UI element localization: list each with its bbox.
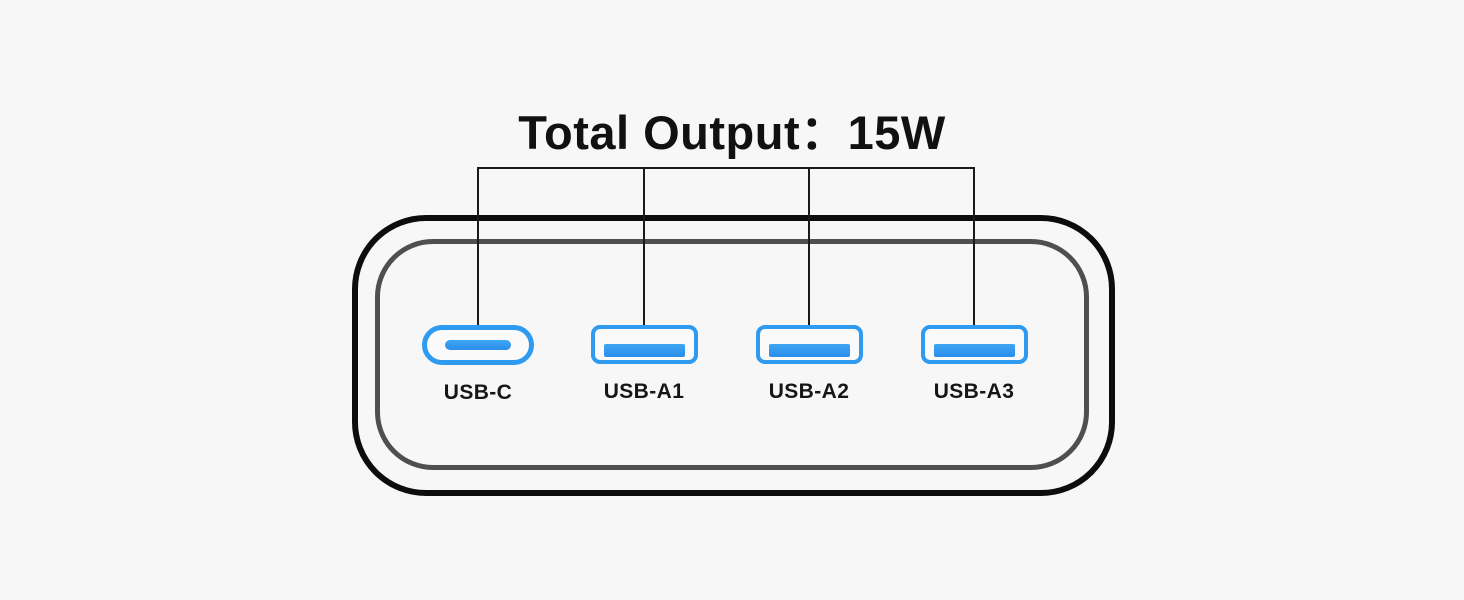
usb-a3-tongue-bar — [933, 344, 1015, 357]
device-outline-inner — [375, 239, 1089, 470]
port-group-usb-c: USB-C — [408, 325, 548, 405]
bracket-drop-line-usb-a2 — [808, 167, 810, 329]
total-output-title: Total Output：15W — [518, 106, 946, 159]
usb-a1-tongue-bar — [603, 344, 685, 357]
port-group-usb-a2: USB-A2 — [739, 325, 879, 404]
bracket-horizontal-line — [477, 167, 975, 169]
port-group-usb-a1: USB-A1 — [574, 325, 714, 404]
port-label-usb-a1: USB-A1 — [603, 380, 685, 403]
port-label-usb-a3: USB-A3 — [933, 380, 1015, 403]
bracket-drop-line-usb-a1 — [643, 167, 645, 329]
port-group-usb-a3: USB-A3 — [904, 325, 1044, 404]
bracket-drop-line-usb-c — [477, 167, 479, 329]
port-label-usb-c: USB-C — [443, 381, 513, 404]
usb-a1-port-icon — [590, 325, 698, 364]
usb-c-port-icon — [422, 325, 534, 365]
usb-a2-port-icon — [755, 325, 863, 364]
port-label-usb-a2: USB-A2 — [768, 380, 850, 403]
bracket-drop-line-usb-a3 — [973, 167, 975, 329]
usb-a2-tongue-bar — [768, 344, 850, 357]
device-outline-outer — [352, 215, 1115, 496]
usb-c-pin-bar — [445, 340, 511, 350]
usb-a3-port-icon — [920, 325, 1028, 364]
